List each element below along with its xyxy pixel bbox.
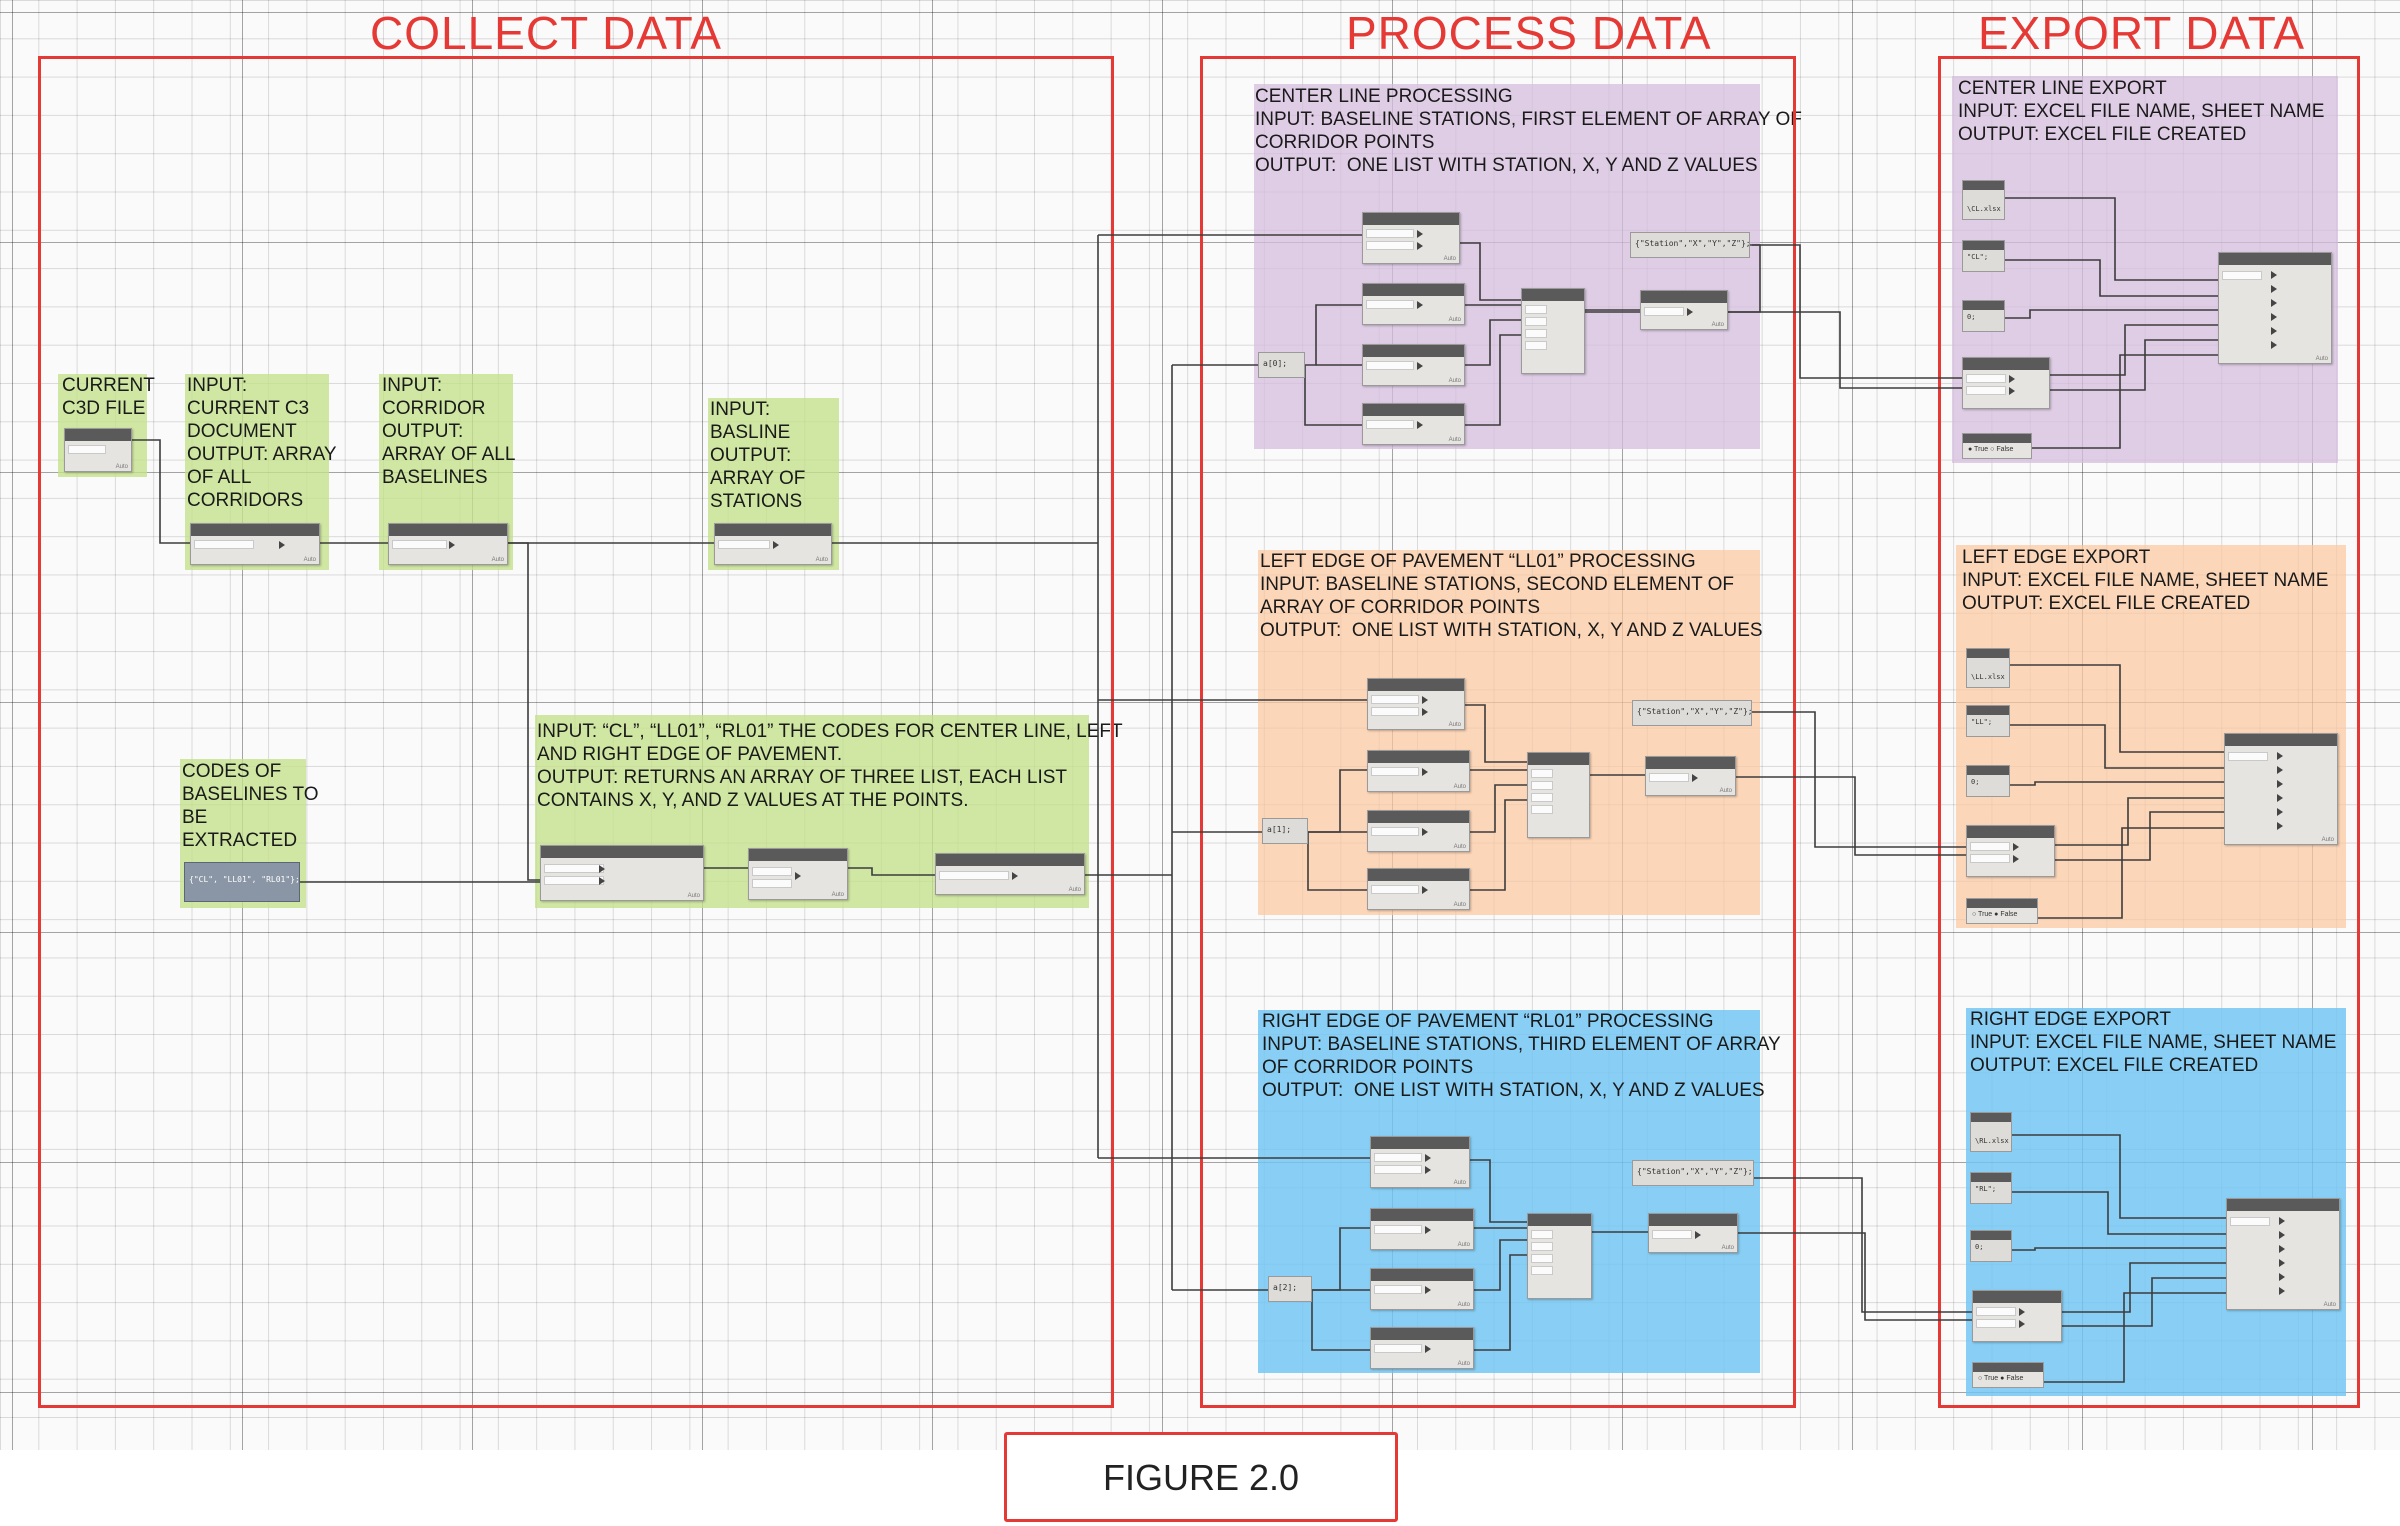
rl-index-code-text: a[2]; — [1273, 1283, 1298, 1292]
cl-sheet-name-text: "CL"; — [1967, 253, 1989, 261]
group-current-document-label: INPUT: CURRENT C3 DOCUMENT OUTPUT: ARRAY… — [187, 375, 337, 511]
ll-file-path-combine-node[interactable] — [1966, 825, 2055, 877]
group-codes-label: CODES OF BASELINES TO BE EXTRACTED — [182, 761, 319, 851]
rl-overwrite-toggle[interactable]: ○ True ● False — [1972, 1362, 2044, 1388]
rl-toggle-false: False — [2006, 1375, 2024, 1382]
cl-start-row-node[interactable]: 0; — [1962, 300, 2005, 332]
codes-code-block[interactable]: {"CL", "LL01", "RL01"}; — [184, 862, 300, 902]
cl-start-row-text: 0; — [1967, 313, 1976, 321]
current-file-node[interactable]: Auto — [64, 428, 132, 472]
ll-start-row-text: 0; — [1971, 778, 1980, 786]
ll-point-z-node[interactable]: Auto — [1367, 868, 1470, 910]
process-data-title: PROCESS DATA — [1346, 7, 1712, 59]
ll-header-code-text: {"Station","X","Y","Z"}; — [1637, 707, 1753, 716]
ll-toggle-false: False — [2000, 911, 2018, 918]
cl-index-code-block[interactable]: a[0]; — [1258, 352, 1305, 378]
rl-sheet-name-text: "RL"; — [1975, 1185, 1997, 1193]
collect-data-frame — [38, 56, 1114, 1408]
ll-overwrite-toggle[interactable]: ○ True ● False — [1966, 898, 2038, 924]
rl-index-code-block[interactable]: a[2]; — [1268, 1276, 1312, 1302]
export-data-frame — [1938, 56, 2360, 1408]
codes-code-text: {"CL", "LL01", "RL01"}; — [189, 875, 300, 884]
rl-start-row-node[interactable]: 0; — [1970, 1230, 2012, 1262]
transpose-node[interactable]: Auto — [748, 848, 848, 900]
rl-file-path-node[interactable]: \RL.xlsx — [1970, 1112, 2012, 1152]
ll-transpose-node[interactable]: Auto — [1645, 756, 1736, 796]
ll-sheet-name-text: "LL"; — [1971, 718, 1993, 726]
corridor-baselines-node[interactable]: Auto — [388, 523, 508, 565]
ll-file-path-text: \LL.xlsx — [1971, 673, 2005, 681]
group-left-edge-export-label: LEFT EDGE EXPORT INPUT: EXCEL FILE NAME,… — [1962, 547, 2329, 614]
rl-start-row-text: 0; — [1975, 1243, 1984, 1251]
ll-excel-write-node[interactable]: Auto — [2224, 733, 2338, 845]
cl-point-z-node[interactable]: Auto — [1362, 403, 1465, 445]
cl-excel-write-node[interactable]: Auto — [2218, 252, 2332, 364]
group-center-line-processing[interactable] — [1254, 84, 1760, 449]
ll-sheet-name-node[interactable]: "LL"; — [1966, 705, 2010, 737]
rl-transpose-node[interactable]: Auto — [1648, 1213, 1738, 1253]
ll-list-create-node[interactable] — [1527, 752, 1590, 838]
cl-list-create-node[interactable] — [1521, 288, 1585, 374]
figure-caption: FIGURE 2.0 — [1102, 1457, 1300, 1498]
figure-caption-box: FIGURE 2.0 — [1004, 1432, 1398, 1522]
cl-index-code-text: a[0]; — [1263, 359, 1288, 368]
rl-sheet-name-node[interactable]: "RL"; — [1970, 1172, 2012, 1204]
group-right-edge-processing[interactable] — [1258, 1010, 1760, 1373]
cl-overwrite-toggle[interactable]: ● True ○ False — [1962, 433, 2032, 459]
cl-header-code-text: {"Station","X","Y","Z"}; — [1635, 239, 1751, 248]
collect-data-title: COLLECT DATA — [370, 7, 722, 59]
ll-index-code-text: a[1]; — [1267, 825, 1292, 834]
rl-get-station-node[interactable]: Auto — [1370, 1136, 1470, 1188]
group-current-file-label: CURRENT C3D FILE — [62, 375, 155, 419]
ll-point-x-node[interactable]: Auto — [1367, 750, 1470, 792]
rl-file-path-text: \RL.xlsx — [1975, 1137, 2009, 1145]
flatten-node[interactable]: Auto — [935, 853, 1085, 895]
cl-point-y-node[interactable]: Auto — [1362, 344, 1465, 386]
ll-header-code-block[interactable]: {"Station","X","Y","Z"}; — [1632, 700, 1753, 726]
cl-toggle-false: False — [1996, 446, 2014, 453]
ll-point-y-node[interactable]: Auto — [1367, 810, 1470, 852]
cl-get-station-node[interactable]: Auto — [1362, 212, 1460, 264]
group-right-edge-export-label: RIGHT EDGE EXPORT INPUT: EXCEL FILE NAME… — [1970, 1009, 2337, 1076]
rl-point-y-node[interactable]: Auto — [1370, 1268, 1474, 1310]
rl-header-code-block[interactable]: {"Station","X","Y","Z"}; — [1632, 1160, 1754, 1186]
rl-point-x-node[interactable]: Auto — [1370, 1208, 1474, 1250]
ll-file-path-node[interactable]: \LL.xlsx — [1966, 648, 2010, 688]
cl-file-path-text: \CL.xlsx — [1967, 205, 2001, 213]
cl-toggle-true: True — [1974, 446, 1989, 453]
process-data-frame — [1200, 56, 1796, 1408]
cl-point-x-node[interactable]: Auto — [1362, 283, 1465, 325]
rl-point-z-node[interactable]: Auto — [1370, 1327, 1474, 1369]
rl-list-create-node[interactable] — [1527, 1213, 1592, 1299]
group-corridor-points-label: INPUT: “CL”, “LL01”, “RL01” THE CODES FO… — [537, 721, 1123, 811]
export-data-title: EXPORT DATA — [1978, 7, 2306, 59]
ll-index-code-block[interactable]: a[1]; — [1262, 818, 1308, 844]
group-right-edge-processing-label: RIGHT EDGE OF PAVEMENT “RL01” PROCESSING… — [1262, 1011, 1781, 1101]
cl-file-path-node[interactable]: \CL.xlsx — [1962, 180, 2005, 220]
rl-toggle-true: True — [1984, 1375, 1999, 1382]
cl-file-path-combine-node[interactable] — [1962, 357, 2050, 409]
group-center-line-export-label: CENTER LINE EXPORT INPUT: EXCEL FILE NAM… — [1958, 78, 2325, 145]
rl-header-code-text: {"Station","X","Y","Z"}; — [1637, 1167, 1753, 1176]
ll-get-station-node[interactable]: Auto — [1367, 678, 1465, 730]
corridor-points-node[interactable]: Auto — [540, 845, 704, 901]
group-baseline-label: INPUT: BASLINE OUTPUT: ARRAY OF STATIONS — [710, 399, 806, 512]
rl-excel-write-node[interactable]: Auto — [2226, 1198, 2340, 1310]
ll-toggle-true: True — [1978, 911, 1993, 918]
group-left-edge-processing[interactable] — [1258, 550, 1760, 915]
ll-start-row-node[interactable]: 0; — [1966, 765, 2010, 797]
cl-transpose-node[interactable]: Auto — [1640, 290, 1728, 330]
baseline-stations-node[interactable]: Auto — [714, 523, 832, 565]
cl-header-code-block[interactable]: {"Station","X","Y","Z"}; — [1630, 232, 1751, 258]
rl-file-path-combine-node[interactable] — [1972, 1290, 2062, 1342]
group-corridor-label: INPUT: CORRIDOR OUTPUT: ARRAY OF ALL BAS… — [382, 375, 516, 488]
cl-sheet-name-node[interactable]: "CL"; — [1962, 240, 2005, 272]
group-left-edge-processing-label: LEFT EDGE OF PAVEMENT “LL01” PROCESSING … — [1260, 551, 1763, 641]
current-document-node[interactable]: Auto — [190, 523, 320, 565]
